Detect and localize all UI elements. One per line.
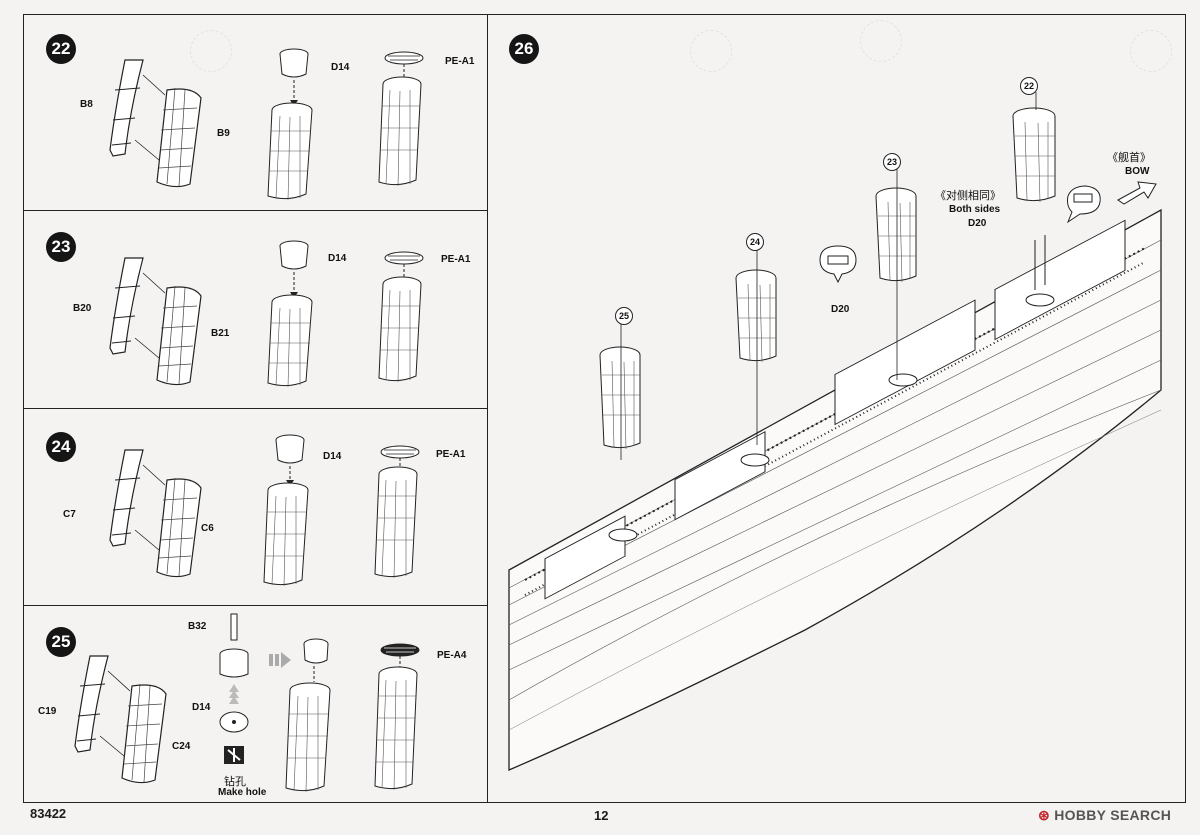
bow-note-cn: 《舰首》 [1107, 151, 1151, 164]
part-label-right: C6 [201, 523, 214, 534]
funnel-callout-23: 23 [883, 153, 901, 171]
part-label-grille: PE-A1 [445, 56, 475, 67]
funnel-halves-assembly [74, 655, 167, 784]
funnel-halves-assembly [109, 257, 202, 386]
part-label-cap: D14 [331, 62, 350, 73]
part-label-left: B8 [80, 99, 93, 110]
ghost-mark [190, 30, 232, 72]
step-number-badge: 24 [46, 432, 76, 462]
funnel-halves-assembly [109, 59, 202, 188]
d20-detail-bubble [819, 245, 857, 284]
funnel-with-cap [263, 434, 309, 587]
funnel-callout-25: 25 [615, 307, 633, 325]
part-label-d20: D20 [968, 218, 987, 229]
funnel-callout-22: 22 [1020, 77, 1038, 95]
ship-hull-drawing [508, 208, 1162, 771]
funnel-with-cap [285, 638, 331, 793]
panel-divider-1 [23, 210, 488, 212]
page-number: 12 [594, 808, 609, 823]
funnel-halves-assembly [109, 449, 202, 578]
ghost-mark [690, 30, 732, 72]
step-number-badge: 23 [46, 232, 76, 262]
funnel-25 [599, 346, 641, 450]
watermark-logo-icon: ⊛ [1038, 807, 1051, 823]
d20-detail-bubble [1066, 185, 1101, 224]
funnel-22 [1012, 107, 1056, 203]
both-sides-note-en: Both sides [949, 204, 1001, 215]
funnel-callout-24: 24 [746, 233, 764, 251]
funnel-24 [735, 269, 777, 363]
watermark: ⊛ HOBBY SEARCH [1038, 807, 1171, 824]
funnel-with-grille [374, 643, 420, 791]
funnel-with-cap [267, 48, 313, 201]
panel-divider-2 [23, 408, 488, 410]
funnel-with-grille [378, 251, 424, 383]
funnel-23 [875, 187, 917, 283]
part-label-d20: D20 [831, 304, 850, 315]
drill-note-cn: 钻孔 [224, 775, 246, 788]
part-label-left: C19 [38, 706, 57, 717]
step-number-badge: 25 [46, 627, 76, 657]
part-label-grille: PE-A1 [441, 254, 471, 265]
part-label-right: C24 [172, 741, 191, 752]
step-number-badge: 26 [509, 34, 539, 64]
part-label-right: B21 [211, 328, 230, 339]
ghost-mark [1130, 30, 1172, 72]
panel-divider-3 [23, 605, 488, 607]
step-number-badge: 22 [46, 34, 76, 64]
part-label-left: C7 [63, 509, 76, 520]
bow-direction-arrow-icon [1117, 181, 1157, 205]
product-code: 83422 [30, 806, 67, 821]
both-sides-note-cn: 《对侧相同》 [935, 189, 1001, 202]
funnel-with-grille [374, 445, 420, 579]
bow-note-en: BOW [1125, 166, 1150, 177]
part-label-cap: D14 [328, 253, 347, 264]
part-label-grille: PE-A4 [437, 650, 467, 661]
pin-cap-drill-assembly [219, 613, 249, 764]
drill-note-en: Make hole [218, 787, 267, 798]
watermark-text: HOBBY SEARCH [1054, 807, 1172, 823]
part-label-cap: D14 [192, 702, 211, 713]
placement-guides [620, 92, 1037, 460]
funnel-with-cap [267, 240, 313, 388]
part-label-left: B20 [73, 303, 92, 314]
part-label-pin: B32 [188, 621, 207, 632]
ghost-mark [860, 20, 902, 62]
part-label-grille: PE-A1 [436, 449, 466, 460]
next-arrow-icon [269, 652, 291, 668]
part-label-cap: D14 [323, 451, 342, 462]
funnel-with-grille [378, 51, 424, 187]
part-label-right: B9 [217, 128, 230, 139]
